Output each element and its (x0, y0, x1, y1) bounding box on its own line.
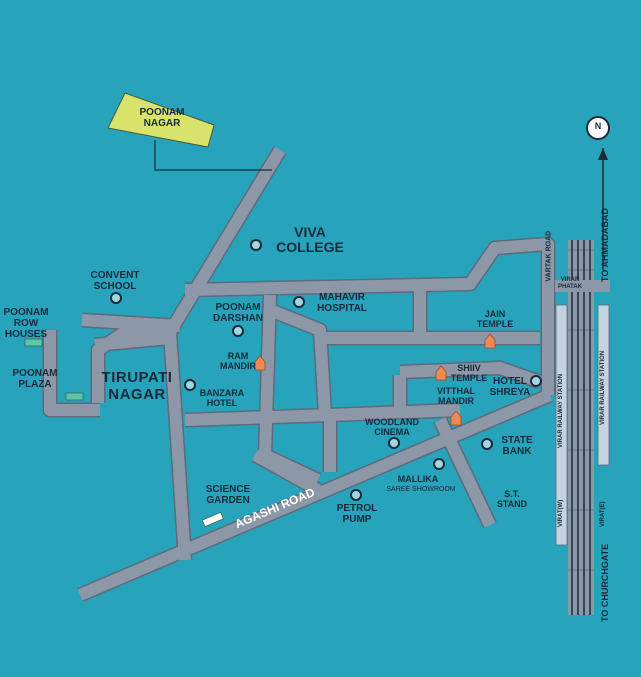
landmark-markers (110, 239, 542, 501)
banzara-hotel-marker (184, 379, 196, 391)
road-network (42, 146, 556, 602)
vitthal-mandir-label: VITTHAL MANDIR (437, 386, 475, 406)
ram-mandir-temple-icon (254, 355, 266, 371)
poonam-row-houses-label: POONAM ROW HOUSES (3, 307, 49, 340)
convent-school-marker (110, 292, 122, 304)
virar-railway-station-east-label: VIRAR RAILWAY STATION (600, 350, 606, 425)
to-churchgate-label: TO CHURCHGATE (600, 543, 610, 622)
mahavir-hospital-marker (293, 296, 305, 308)
vitthal-mandir-temple-icon (450, 410, 462, 426)
poonam-plaza-icon (65, 392, 84, 401)
building-icons (24, 338, 84, 401)
hotel-shreya-marker (530, 375, 542, 387)
banzara-hotel-label: BANZARA HOTEL (199, 388, 245, 408)
to-ahmadabad-label: TO AHMADABAD (600, 208, 610, 282)
state-bank-marker (481, 438, 493, 450)
st-stand-label: S.T. STAND (496, 489, 528, 509)
jain-temple-label: JAIN TEMPLE (476, 309, 514, 329)
saree-showroom-label: SAREE SHOWROOM (386, 486, 456, 493)
science-garden-label: SCIENCE GARDEN (205, 484, 251, 506)
poonam-darshan-marker (232, 325, 244, 337)
poonam-row-houses-icon (24, 338, 43, 347)
petrol-pump-label: PETROL PUMP (336, 503, 378, 525)
mallika-label: MALLIKA (397, 474, 439, 484)
north-label: N (594, 121, 602, 131)
poonam-plaza-label: POONAM PLAZA (12, 368, 58, 390)
virar-west-label: VIRAT(W) (558, 499, 564, 527)
mallika-marker (433, 458, 445, 470)
north-arrow-icon (586, 116, 610, 270)
convent-school-label: CONVENT SCHOOL (90, 270, 140, 292)
vartak-road-label: VARTAK ROAD (545, 230, 553, 282)
virar-railway-station-west-label: VIRAR RAILWAY STATION (558, 373, 564, 448)
virar-phatak-label: VIRAR PHATAK (557, 277, 583, 290)
viva-college-marker (250, 239, 262, 251)
ram-mandir-label: RAM MANDIR (220, 351, 256, 371)
woodland-cinema-label: WOODLAND CINEMA (365, 417, 419, 437)
hotel-shreya-label: HOTEL SHREYA (489, 376, 531, 398)
poonam-nagar-label: POONAM NAGAR (139, 107, 185, 129)
mahavir-hospital-label: MAHAVIR HOSPITAL (317, 292, 367, 314)
poonam-nagar-area (107, 92, 215, 148)
temple-icons (254, 333, 496, 426)
petrol-pump-marker (350, 489, 362, 501)
viva-college-label: VIVA COLLEGE (276, 224, 344, 256)
woodland-cinema-marker (388, 437, 400, 449)
state-bank-label: STATE BANK (501, 435, 533, 457)
shiiv-temple-icon (435, 365, 447, 381)
shiiv-temple-label: SHIIV TEMPLE (450, 363, 488, 383)
railway-lines (555, 240, 610, 615)
tirupati-nagar-label: TIRUPATI NAGAR (101, 369, 173, 403)
science-garden-icon (201, 511, 224, 528)
virar-east-label: VIRAT(E) (600, 501, 606, 527)
jain-temple-icon (484, 333, 496, 349)
poonam-darshan-label: POONAM DARSHAN (213, 302, 263, 324)
